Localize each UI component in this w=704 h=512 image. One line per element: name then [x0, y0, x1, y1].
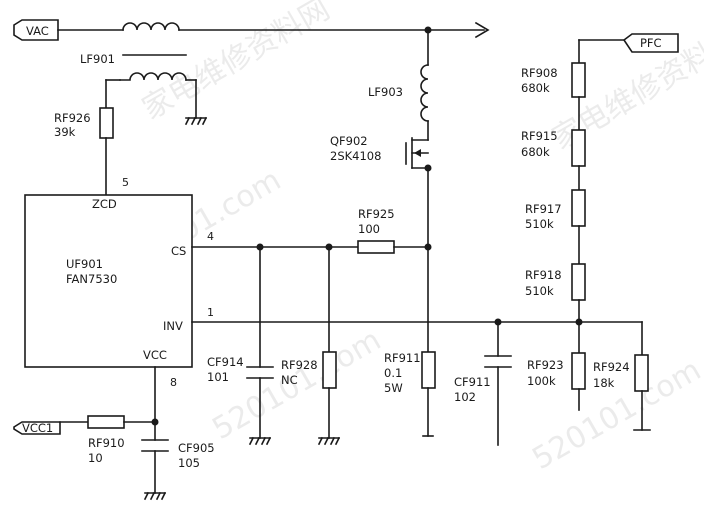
- rf926-resistor: [99, 107, 114, 139]
- rf926-ref: RF926: [54, 111, 91, 125]
- lf901-main-winding: [122, 22, 180, 31]
- watermark: 家电维修资料网 520101.com 520101.com 520101.com…: [107, 0, 704, 477]
- rf911-resistor: [421, 351, 436, 389]
- rf923-resistor: [571, 352, 586, 390]
- ground-symbol: [184, 116, 208, 126]
- rf924-value: 18k: [593, 376, 615, 390]
- rf911-power: 5W: [384, 381, 403, 395]
- rf915-value: 680k: [521, 145, 550, 159]
- rf917-resistor: [571, 189, 586, 227]
- ic-part-number: FAN7530: [66, 272, 117, 286]
- rf910-resistor: [87, 415, 125, 429]
- cf905-value: 105: [178, 456, 200, 470]
- cf905-ref: CF905: [178, 441, 215, 455]
- ic-pin-number-zcd: 5: [122, 176, 129, 189]
- ic-pin-vcc: VCC: [143, 348, 167, 362]
- ic-uf901: [24, 194, 193, 368]
- ic-pin-number-cs: 4: [207, 230, 214, 243]
- rf915-ref: RF915: [521, 129, 558, 143]
- rf928-value: NC: [281, 373, 298, 387]
- rf917-ref: RF917: [525, 202, 562, 216]
- cf914-value: 101: [207, 370, 229, 384]
- ic-pin-number-vcc: 8: [170, 376, 177, 389]
- lf903-inductor: [420, 64, 429, 122]
- lf901-label: LF901: [80, 52, 115, 66]
- rf925-ref: RF925: [358, 207, 395, 221]
- ic-pin-cs: CS: [171, 244, 186, 258]
- output-arrow: [474, 21, 490, 39]
- rf915-resistor: [571, 129, 586, 167]
- lf903-label: LF903: [368, 85, 403, 99]
- rf908-value: 680k: [521, 81, 550, 95]
- rf928-resistor: [322, 351, 337, 389]
- rf917-value: 510k: [525, 217, 554, 231]
- rf918-value: 510k: [525, 284, 554, 298]
- qf902-ref: QF902: [330, 134, 368, 148]
- watermark-text: 家电维修资料网: [137, 0, 336, 127]
- rf910-ref: RF910: [88, 436, 125, 450]
- vac-port-label: VAC: [26, 24, 49, 38]
- rf918-ref: RF918: [525, 268, 562, 282]
- rf928-ref: RF928: [281, 358, 318, 372]
- rf908-ref: RF908: [521, 66, 558, 80]
- rf918-resistor: [571, 263, 586, 301]
- rf925-resistor: [357, 240, 395, 254]
- ic-pin-zcd: ZCD: [92, 197, 117, 211]
- rf923-ref: RF923: [527, 358, 564, 372]
- rf924-ref: RF924: [593, 360, 630, 374]
- rf911-value: 0.1: [384, 366, 402, 380]
- vcc1-port-label: VCC1: [22, 421, 53, 435]
- rf911-ref: RF911: [384, 351, 421, 365]
- rf923-value: 100k: [527, 374, 556, 388]
- ground-symbol: [248, 436, 272, 446]
- cf911-value: 102: [454, 390, 476, 404]
- ground-symbol: [317, 436, 341, 446]
- rf926-value: 39k: [54, 125, 76, 139]
- ic-ref: UF901: [66, 257, 103, 271]
- vac-port: VAC: [13, 19, 59, 41]
- ic-pin-inv: INV: [163, 319, 183, 333]
- ground-symbol: [143, 491, 167, 501]
- cf911-ref: CF911: [454, 375, 491, 389]
- qf902-part: 2SK4108: [330, 149, 381, 163]
- pfc-port: PFC: [622, 33, 679, 53]
- lf901-aux-winding: [119, 72, 187, 81]
- rf908-resistor: [571, 62, 586, 98]
- rf925-value: 100: [358, 222, 380, 236]
- vcc1-port: VCC1: [13, 421, 61, 435]
- pfc-port-label: PFC: [640, 36, 662, 50]
- cf914-ref: CF914: [207, 355, 244, 369]
- rf910-value: 10: [88, 451, 103, 465]
- qf902-mosfet: [405, 137, 429, 169]
- junction-dot: [424, 243, 432, 251]
- rf924-resistor: [634, 354, 649, 392]
- ic-pin-number-inv: 1: [207, 306, 214, 319]
